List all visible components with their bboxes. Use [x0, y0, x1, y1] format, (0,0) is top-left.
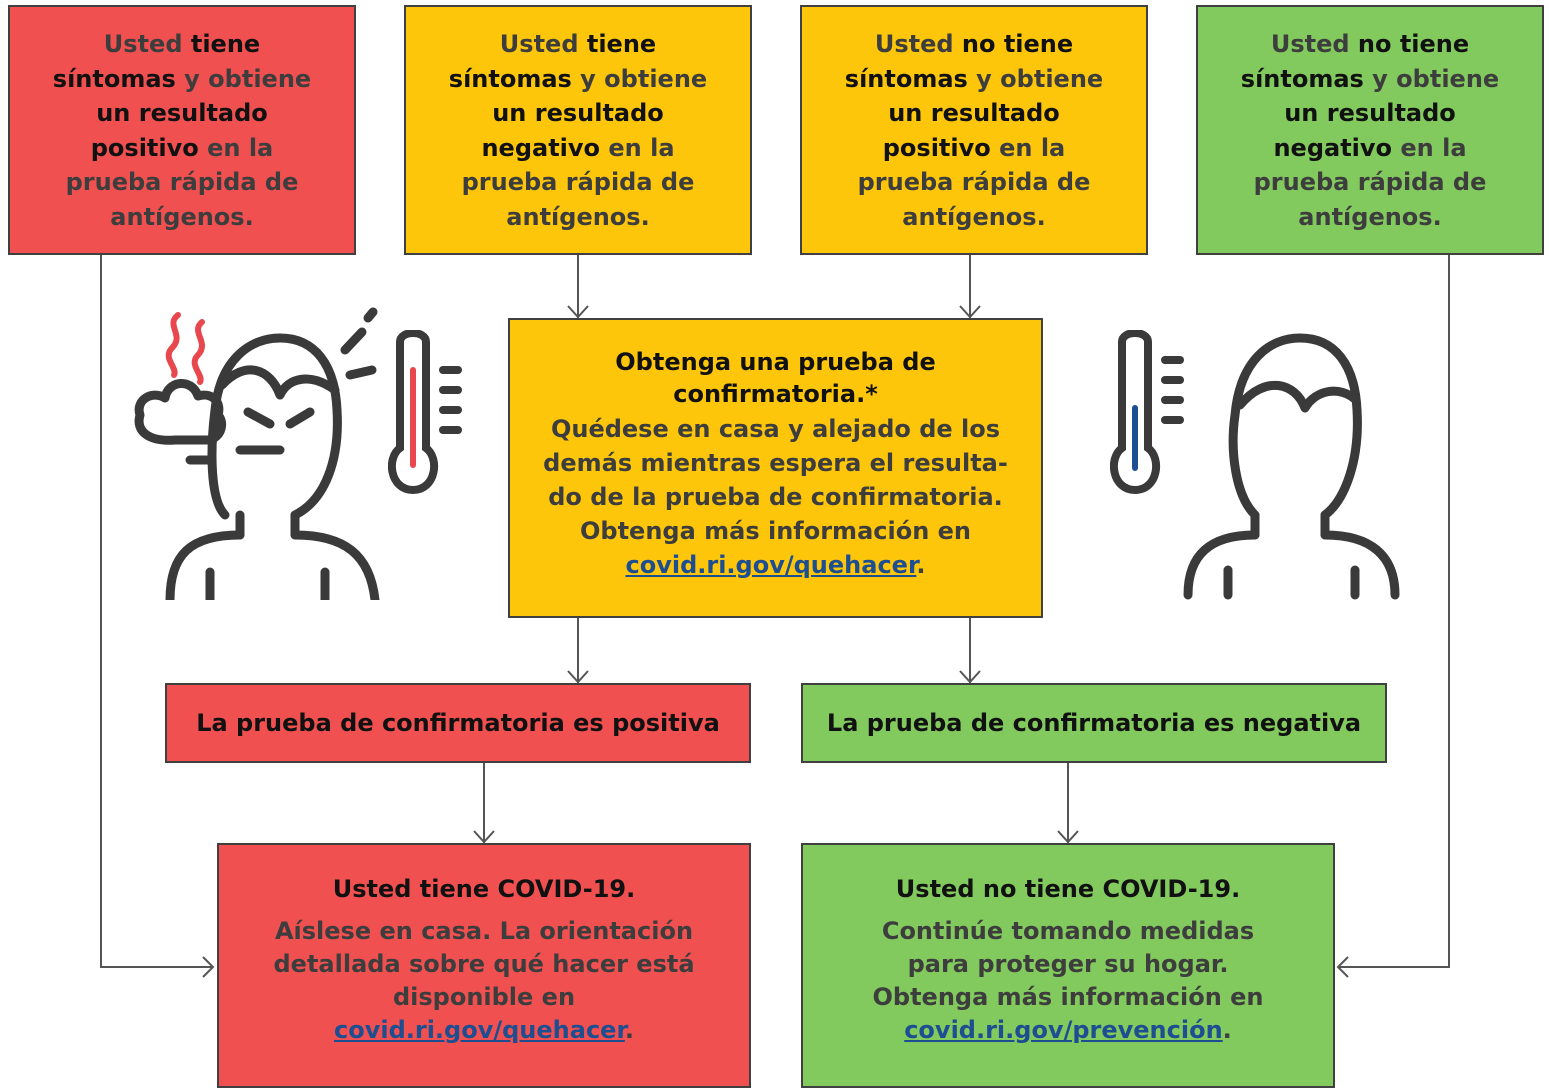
thermometer-normal-icon	[1110, 330, 1184, 495]
arrowhead-positive-result	[473, 830, 495, 844]
scenario-box-symptoms-positive: Usted tiene síntomas y obtiene un result…	[8, 5, 356, 255]
scenario-box-no-symptoms-positive: Usted no tiene síntomas y obtiene un res…	[800, 5, 1148, 255]
result-negative-box: Usted no tiene COVID-19. Continúe tomand…	[801, 843, 1335, 1088]
confirmatory-test-title: Obtenga una prueba de confirmatoria.*	[615, 348, 936, 408]
sick-person-icon	[134, 307, 380, 600]
prevencion-link[interactable]: covid.ri.gov/prevención	[904, 1016, 1223, 1044]
confirmatory-positive-box: La prueba de confirmatoria es positiva	[165, 683, 751, 763]
quehacer-link[interactable]: covid.ri.gov/quehacer	[625, 551, 917, 579]
arrowhead-box3-middle	[959, 305, 981, 319]
confirmatory-test-box: Obtenga una prueba de confirmatoria.* Qu…	[508, 318, 1043, 618]
scenario-box-no-symptoms-negative: Usted no tiene síntomas y obtiene un res…	[1196, 5, 1544, 255]
arrowhead-right	[1336, 956, 1349, 978]
confirmatory-test-body: Quédese en casa y alejado de los demás m…	[543, 415, 1008, 545]
healthy-person-icon	[1183, 333, 1400, 600]
quehacer-link-result[interactable]: covid.ri.gov/quehacer	[333, 1016, 625, 1044]
thermometer-high-icon	[388, 330, 462, 495]
arrowhead-negative-result	[1057, 830, 1079, 844]
arrowhead-middle-negative	[959, 670, 981, 684]
arrowhead-middle-positive	[567, 670, 589, 684]
arrowhead-box2-middle	[567, 305, 589, 319]
confirmatory-negative-box: La prueba de confirmatoria es negativa	[801, 683, 1387, 763]
result-positive-title: Usted tiene COVID-19.	[332, 875, 636, 903]
arrowhead-left	[202, 956, 215, 978]
result-negative-title: Usted no tiene COVID-19.	[895, 875, 1241, 903]
scenario-box-symptoms-negative: Usted tiene síntomas y obtiene un result…	[404, 5, 752, 255]
result-positive-box: Usted tiene COVID-19. Aíslese en casa. L…	[217, 843, 751, 1088]
